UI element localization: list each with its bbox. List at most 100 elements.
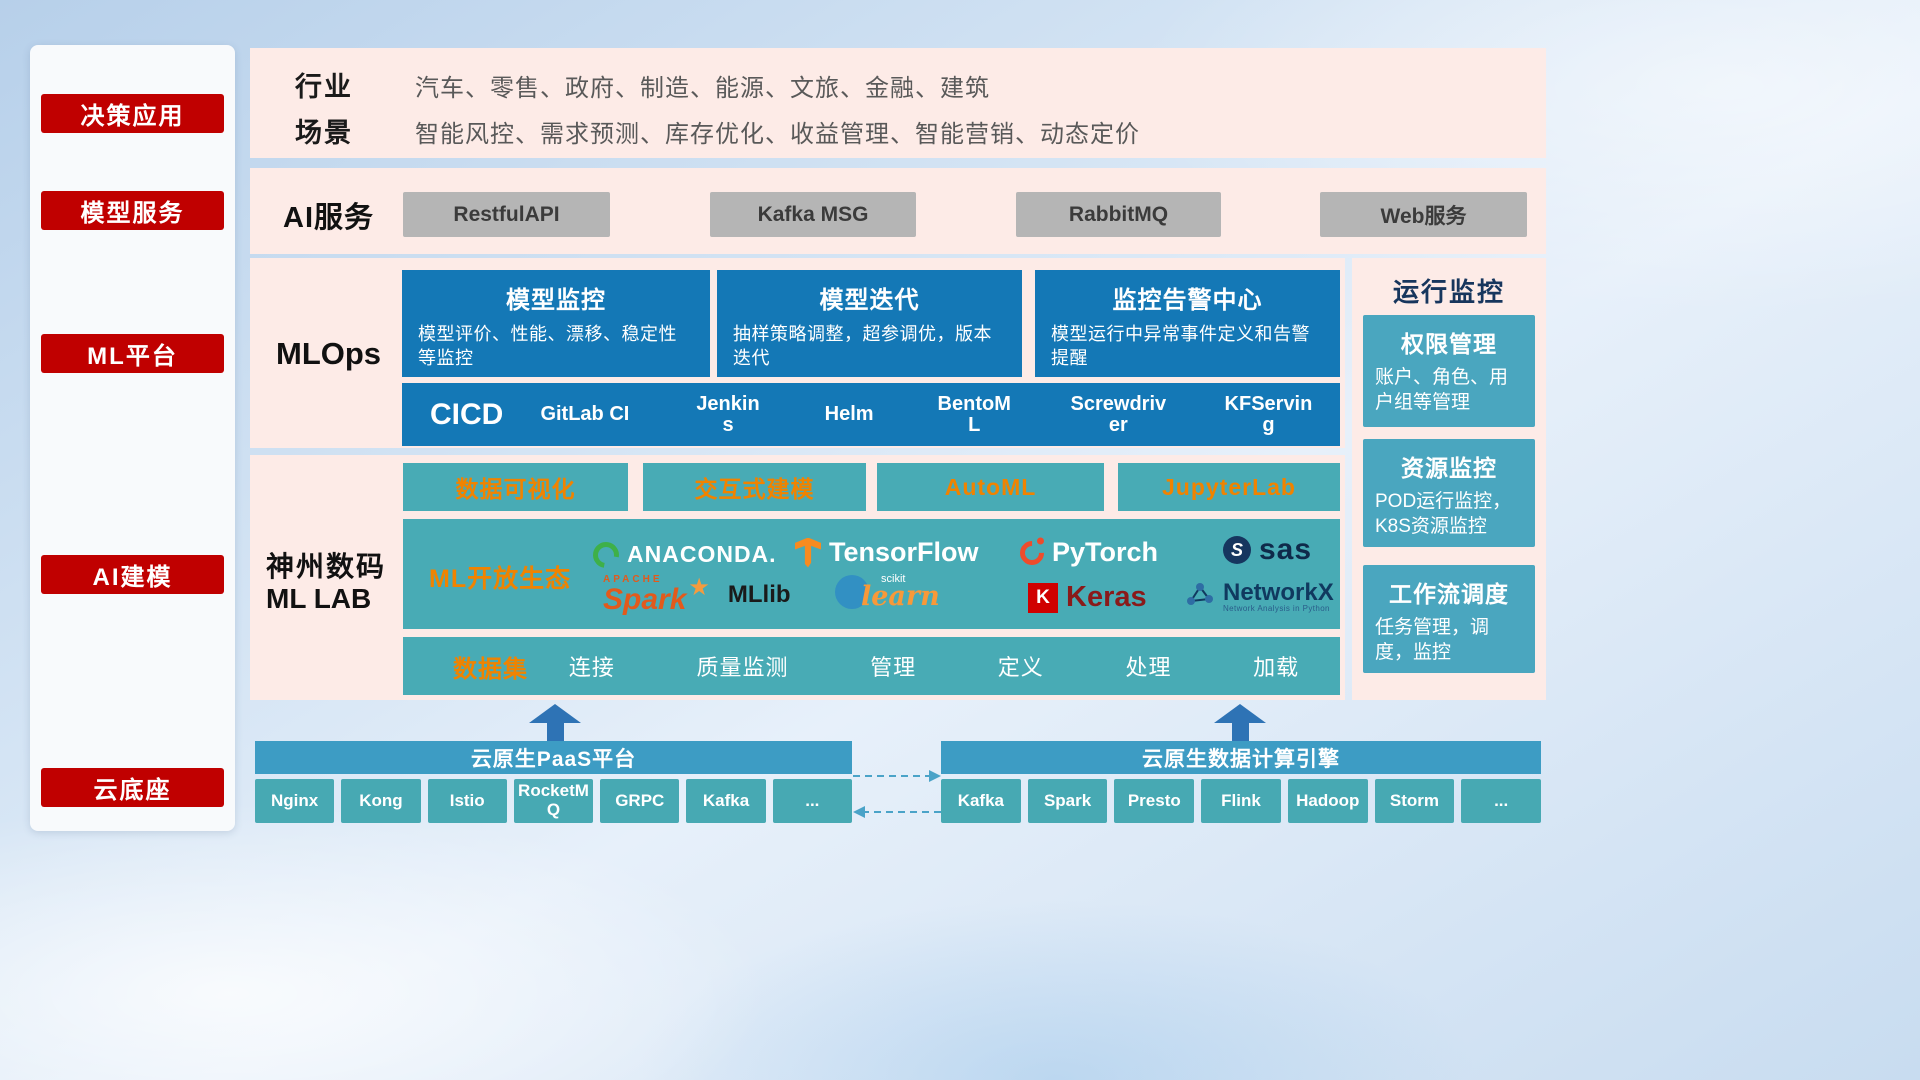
sidebar-item-model-services: 模型服务 (41, 191, 224, 230)
up-arrow-engine (1214, 704, 1266, 741)
runtime-monitor-title: 运行监控 (1392, 277, 1505, 307)
card-desc: POD运行监控，K8S资源监控 (1375, 491, 1512, 537)
chip-storm: Storm (1374, 779, 1455, 823)
cicd-row: CICD GitLab CI Jenkins Helm BentoML Scre… (402, 383, 1340, 446)
scikit-learn-wordmark: scikit learn (861, 573, 940, 612)
cicd-item-kfserving: KFServing (1224, 392, 1313, 436)
cicd-item-helm: Helm (824, 403, 874, 425)
card-title: 工作流调度 (1389, 581, 1509, 607)
mllab-label-line1: 神州数码 (266, 551, 387, 582)
data-visualization-block: 数据可视化 (403, 463, 628, 511)
anaconda-icon (587, 536, 625, 573)
card-title: 监控告警中心 (1112, 287, 1263, 314)
cicd-item-bentoml: BentoML (937, 392, 1011, 436)
chip-spark: Spark (1027, 779, 1108, 823)
chip-istio: Istio (427, 779, 507, 823)
sidebar-item-ml-platform: ML平台 (41, 334, 224, 373)
chip-more: ... (1461, 779, 1542, 823)
chip-hadoop: Hadoop (1287, 779, 1368, 823)
rabbitmq-block: RabbitMQ (1016, 192, 1221, 237)
cicd-items: GitLab CI Jenkins Helm BentoML Screwdriv… (503, 392, 1340, 436)
card-desc: 抽样策略调整，超参调优，版本迭代 (733, 324, 992, 369)
chip-kafka: Kafka (941, 779, 1021, 823)
pytorch-wordmark: PyTorch (1052, 537, 1159, 567)
card-title: 模型监控 (506, 287, 606, 314)
dataset-item-define: 定义 (997, 655, 1044, 680)
chip-more: ... (772, 779, 852, 823)
tensorflow-wordmark: TensorFlow (829, 537, 979, 567)
model-monitoring-card: 模型监控 模型评价、性能、漂移、稳定性等监控 (402, 270, 710, 377)
cicd-item-jenkins: Jenkins (696, 392, 760, 436)
paas-platform-header: 云原生PaaS平台 (255, 741, 852, 774)
card-desc: 模型评价、性能、漂移、稳定性等监控 (418, 324, 677, 369)
pytorch-logo: PyTorch (1015, 535, 1159, 570)
sidebar-item-cloud-base: 云底座 (41, 768, 224, 807)
permission-management-card: 权限管理 账户、角色、用户组等管理 (1363, 315, 1535, 427)
spark-mllib-logo: APACHE Spark ★ MLlib (603, 573, 791, 616)
tensorflow-icon (795, 537, 821, 568)
keras-icon: K (1028, 582, 1058, 613)
industry-label: 行业 (295, 72, 353, 102)
tensorflow-logo: TensorFlow (795, 537, 979, 568)
runtime-monitor-column: 运行监控 权限管理 账户、角色、用户组等管理 资源监控 POD运行监控，K8S资… (1352, 258, 1546, 700)
chip-presto: Presto (1114, 779, 1195, 823)
kafka-msg-block: Kafka MSG (710, 192, 916, 237)
sas-logo: S sas (1223, 533, 1312, 567)
networkx-wordmark: NetworkX Network Analysis in Python (1223, 578, 1334, 613)
sidebar-item-decision-apps: 决策应用 (41, 94, 224, 133)
industry-list: 汽车、零售、政府、制造、能源、文旅、金融、建筑 (415, 75, 990, 102)
jupyterlab-block: JupyterLab (1118, 463, 1340, 511)
networkx-logo: NetworkX Network Analysis in Python (1185, 579, 1334, 614)
card-desc: 任务管理，调度，监控 (1375, 617, 1490, 663)
interactive-modeling-block: 交互式建模 (643, 463, 866, 511)
chip-nginx: Nginx (255, 779, 335, 823)
cicd-item-gitlab-ci: GitLab CI (540, 403, 630, 425)
chip-grpc: GRPC (600, 779, 680, 823)
chip-rocketmq: RocketMQ (513, 779, 594, 823)
up-arrow-paas (529, 704, 581, 741)
workflow-scheduling-card: 工作流调度 任务管理，调度，监控 (1363, 565, 1535, 673)
spark-wordmark: APACHE Spark (603, 574, 687, 616)
mlops-label: MLOps (276, 336, 382, 371)
mllab-band: 神州数码 ML LAB 数据可视化 交互式建模 AutoML JupyterLa… (250, 455, 1345, 700)
anaconda-wordmark: ANACONDA. (627, 541, 777, 567)
web-service-block: Web服务 (1320, 192, 1527, 237)
sidebar-item-ai-modeling: AI建模 (41, 555, 224, 594)
left-sidebar: 决策应用 模型服务 ML平台 AI建模 云底座 (30, 45, 235, 831)
ml-ecosystem-box: ML开放生态 ANACONDA. TensorFlow PyTorch S sa… (403, 519, 1340, 629)
networkx-icon (1185, 579, 1215, 614)
mlops-band: MLOps 模型监控 模型评价、性能、漂移、稳定性等监控 模型迭代 抽样策略调整… (250, 258, 1345, 448)
ai-service-label: AI服务 (283, 202, 375, 234)
paas-chips: Nginx Kong Istio RocketMQ GRPC Kafka ... (255, 779, 852, 823)
engine-chips: Kafka Spark Presto Flink Hadoop Storm ..… (941, 779, 1542, 823)
chip-kafka: Kafka (686, 779, 766, 823)
pytorch-icon (1015, 535, 1049, 570)
keras-wordmark: Keras (1066, 581, 1147, 613)
dataset-item-connect: 连接 (568, 655, 615, 680)
scenario-list: 智能风控、需求预测、库存优化、收益管理、智能营销、动态定价 (415, 121, 1140, 148)
dataset-label: 数据集 (453, 655, 528, 683)
card-title: 资源监控 (1401, 455, 1497, 481)
industry-scenario-band: 行业 汽车、零售、政府、制造、能源、文旅、金融、建筑 场景 智能风控、需求预测、… (250, 48, 1546, 158)
data-engine-header: 云原生数据计算引擎 (941, 741, 1541, 774)
dataset-item-process: 处理 (1125, 655, 1172, 680)
dataset-items: 连接 质量监测 管理 定义 处理 加载 (528, 650, 1340, 682)
dataset-row: 数据集 连接 质量监测 管理 定义 处理 加载 (403, 637, 1340, 695)
sas-wordmark: sas (1259, 533, 1313, 566)
card-desc: 账户、角色、用户组等管理 (1375, 367, 1509, 413)
card-title: 模型迭代 (819, 287, 920, 314)
spark-star-icon: ★ (688, 573, 710, 601)
restfulapi-block: RestfulAPI (403, 192, 610, 237)
mllib-wordmark: MLlib (727, 581, 791, 608)
cicd-label: CICD (430, 397, 504, 431)
scenario-label: 场景 (295, 118, 353, 148)
card-desc: 模型运行中异常事件定义和告警提醒 (1051, 324, 1310, 369)
mllab-label-line2: ML LAB (266, 583, 372, 614)
model-iteration-card: 模型迭代 抽样策略调整，超参调优，版本迭代 (717, 270, 1022, 377)
dataset-item-quality: 质量监测 (696, 655, 789, 680)
data-flow-dashed-arrows (853, 770, 941, 818)
scikit-learn-logo: scikit learn (835, 573, 940, 612)
ai-service-band: AI服务 RestfulAPI Kafka MSG RabbitMQ Web服务 (250, 168, 1546, 254)
dataset-item-manage: 管理 (870, 655, 917, 680)
